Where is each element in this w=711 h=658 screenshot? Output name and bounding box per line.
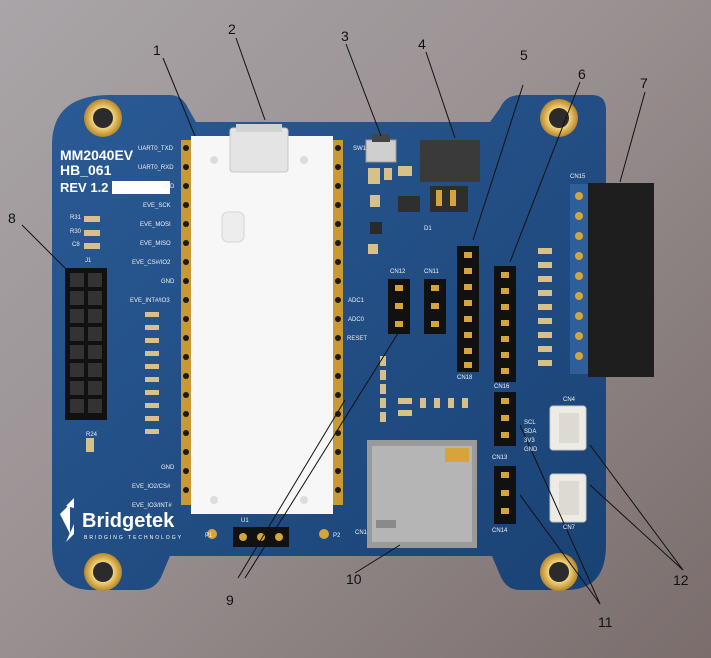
ref-j1: J1 <box>85 258 92 264</box>
pin-label-eve-miso: EVE_MISO <box>140 241 171 247</box>
ref-cn11: CN11 <box>424 269 439 275</box>
pin-label-gnd-1: GND <box>161 184 175 190</box>
revision-box <box>112 181 170 194</box>
callout-5: 5 <box>520 47 528 63</box>
i2c-sda: SDA <box>524 429 537 435</box>
reset-button <box>365 139 397 163</box>
callout-3: 3 <box>341 28 349 44</box>
i2c-3v3: 3V3 <box>524 438 535 444</box>
ref-p2: P2 <box>333 533 341 539</box>
ref-d1: D1 <box>424 226 432 232</box>
pin-label-uart0-rxd: UART0_RXD <box>138 165 174 171</box>
ref-u1: U1 <box>241 518 249 524</box>
i2c-gnd: GND <box>524 447 538 453</box>
board-part: HB_061 <box>60 162 112 178</box>
brand-tagline: BRIDGING TECHNOLOGY <box>84 535 184 541</box>
callout-8: 8 <box>8 210 16 226</box>
pin-label-gnd-3: GND <box>161 465 175 471</box>
ref-cn15: CN15 <box>570 174 586 180</box>
bridgetek-logo <box>60 498 74 542</box>
ref-cn14: CN14 <box>492 528 508 534</box>
ref-cn18: CN18 <box>457 375 473 381</box>
ref-cn1: CN1 <box>355 530 368 536</box>
right-pad-column <box>333 140 343 505</box>
pin-label-eve-cs-io2: EVE_CS#/IO2 <box>132 260 171 266</box>
board-revision: REV 1.2 <box>60 180 109 195</box>
pin-label-eve-int-io3: EVE_INT#/IO3 <box>130 298 170 304</box>
power-jack <box>420 140 480 182</box>
brand-name: Bridgetek <box>82 510 175 532</box>
callout-4: 4 <box>418 36 426 52</box>
ref-r24: R24 <box>86 432 98 438</box>
header-cn18 <box>457 246 479 372</box>
callout-6: 6 <box>578 66 586 82</box>
callout-2: 2 <box>228 21 236 37</box>
ref-sw1: SW1 <box>353 146 367 152</box>
usb-connector <box>229 127 289 173</box>
board-model: MM2040EV <box>60 147 134 163</box>
ref-cn16: CN16 <box>494 384 510 390</box>
callout-11: 11 <box>598 614 613 630</box>
left-pad-column <box>181 140 191 505</box>
i2c-scl: SCL <box>524 420 536 426</box>
callout-7: 7 <box>640 75 648 91</box>
left-pad-holes <box>183 145 189 493</box>
ref-adc0: ADC0 <box>348 317 365 323</box>
ffc-connector <box>588 183 654 377</box>
ref-reset: RESET <box>347 336 368 342</box>
header-j1 <box>65 268 107 420</box>
right-pad-holes <box>335 145 341 493</box>
module-board <box>191 136 333 514</box>
ref-c8: C8 <box>72 242 80 248</box>
callout-12: 12 <box>673 572 689 588</box>
pin-label-uart0-txd: UART0_TXD <box>138 146 173 152</box>
ref-cn7: CN7 <box>563 525 576 531</box>
pin-label-eve-io2-cs: EVE_IO2/CS# <box>132 484 171 490</box>
pin-label-eve-io3-int: EVE_IO3/INT# <box>132 503 172 509</box>
ref-r30: R30 <box>70 229 82 235</box>
pin-label-eve-sck: EVE_SCK <box>143 203 171 209</box>
ref-cn4: CN4 <box>563 397 576 403</box>
ref-cn13: CN13 <box>492 455 508 461</box>
ref-p1: P1 <box>205 533 213 539</box>
ref-r31: R31 <box>70 215 82 221</box>
pin-label-gnd-2: GND <box>161 279 175 285</box>
mounting-holes <box>84 99 578 591</box>
callout-10: 10 <box>346 571 362 587</box>
ref-cn12: CN12 <box>390 269 406 275</box>
callout-1: 1 <box>153 42 161 58</box>
pin-label-eve-mosi: EVE_MOSI <box>140 222 171 228</box>
ref-adc1: ADC1 <box>348 298 365 304</box>
callout-9: 9 <box>226 592 234 608</box>
callout-lines <box>21 37 684 605</box>
